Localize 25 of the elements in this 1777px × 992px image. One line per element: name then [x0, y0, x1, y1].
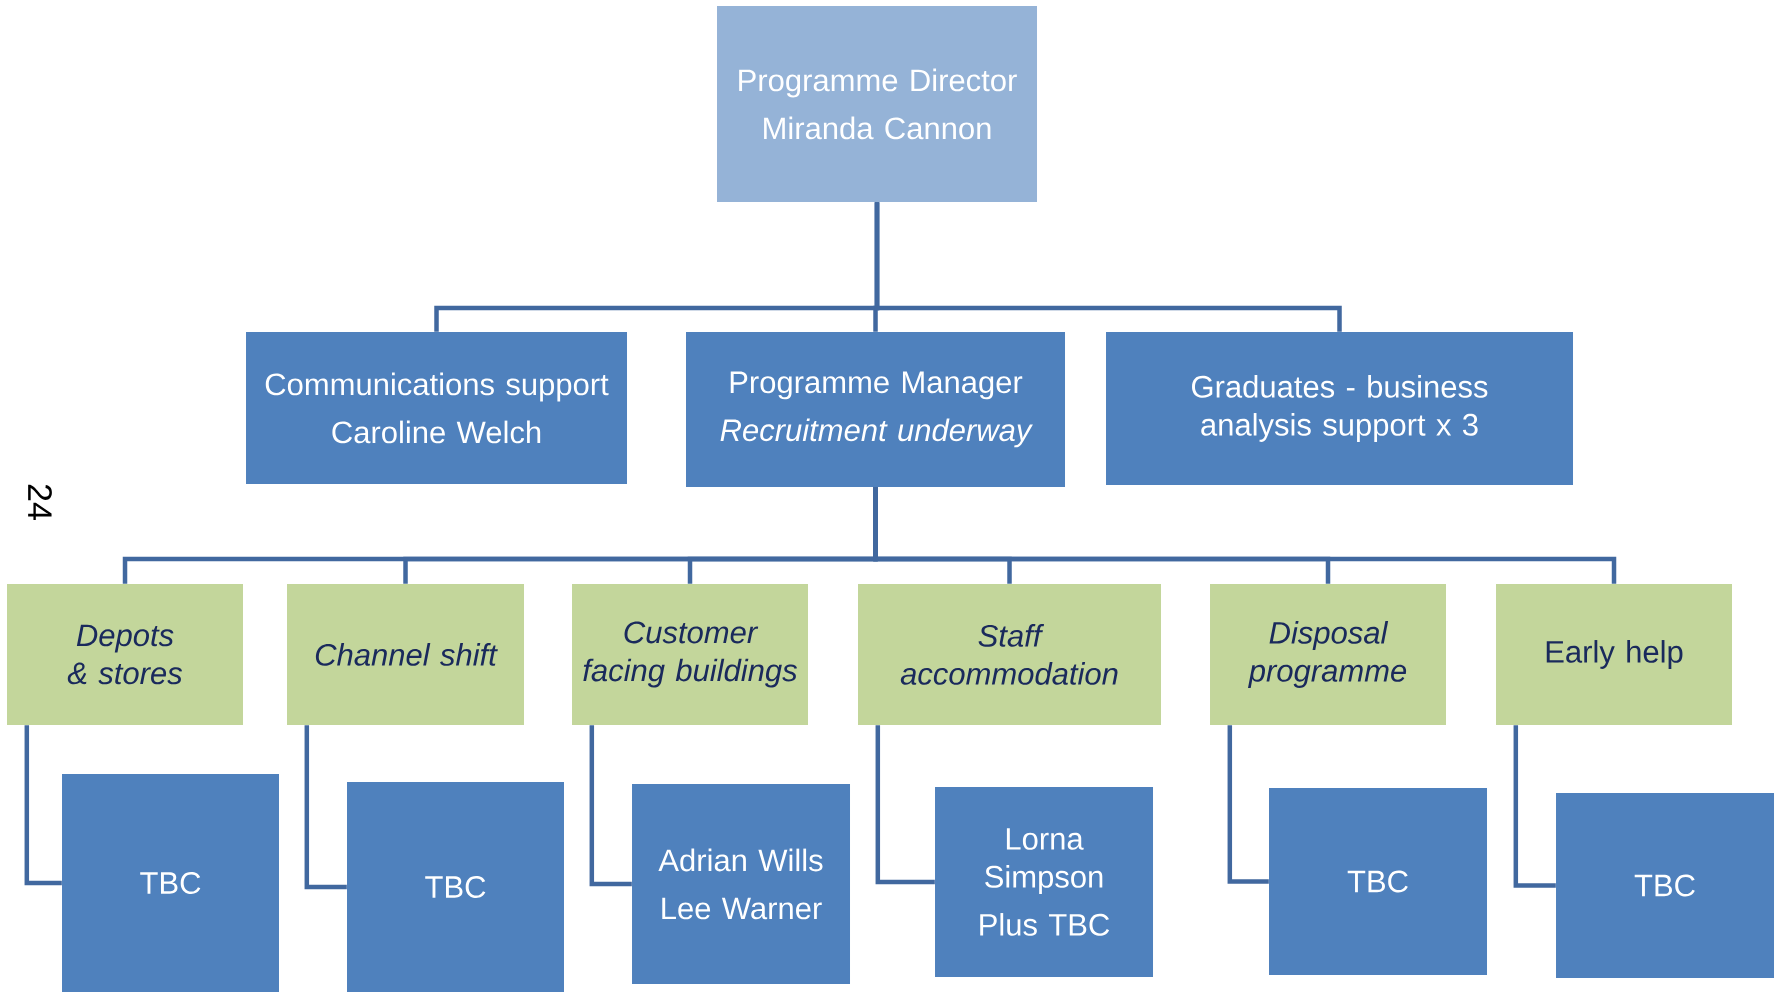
connector-line: [1513, 725, 1556, 888]
workstream-box: Staff accommodation: [858, 584, 1161, 725]
staff-box: TBC: [347, 782, 564, 992]
director-box: Programme Director Miranda Cannon: [717, 6, 1037, 202]
connector-line: [873, 487, 1617, 584]
staff-box: Adrian Wills Lee Warner: [632, 784, 850, 984]
staff-box: TBC: [62, 774, 279, 992]
connector-line: [875, 725, 935, 885]
staff-box: TBC: [1269, 788, 1487, 975]
connector-line: [24, 725, 62, 886]
workstream-box: Early help: [1496, 584, 1732, 725]
staff-box: Lorna Simpson Plus TBC: [935, 787, 1153, 977]
role-box: Graduates - business analysis support x 3: [1106, 332, 1573, 485]
connector-line: [1227, 725, 1269, 884]
staff-box: TBC: [1556, 793, 1774, 978]
workstream-box: Disposal programme: [1210, 584, 1446, 725]
connector-line: [589, 725, 632, 887]
connector-line: [874, 202, 1342, 332]
connector-line: [304, 725, 347, 890]
workstream-box: Depots & stores: [7, 584, 243, 725]
workstream-box: Customer facing buildings: [572, 584, 808, 725]
page-number: 24: [28, 484, 52, 520]
role-box: Programme Manager Recruitment underway: [686, 332, 1065, 487]
workstream-box: Channel shift: [287, 584, 524, 725]
role-box: Communications support Caroline Welch: [246, 332, 627, 484]
